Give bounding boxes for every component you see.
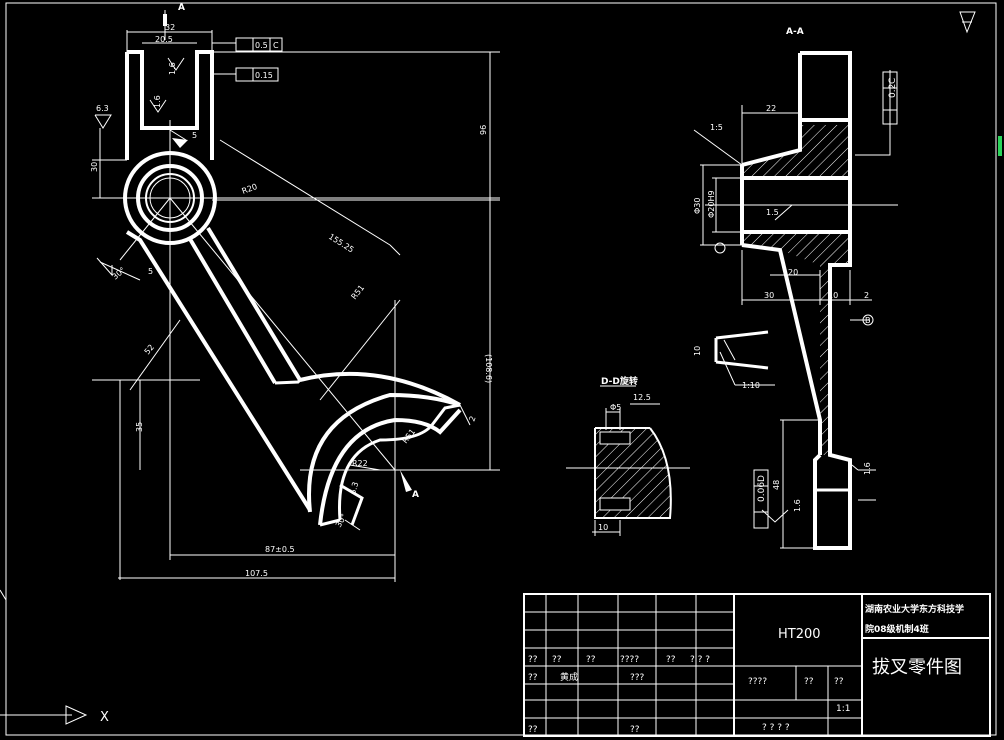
- ra-16b: 1.6: [793, 499, 802, 512]
- dim-horizontal-87: 87±0.5: [265, 545, 295, 554]
- detail-view: [566, 385, 690, 536]
- row1-col1: ??: [528, 655, 538, 665]
- flatness-datum: C: [273, 41, 279, 50]
- viewport-marker: [998, 136, 1002, 156]
- bottom-mid: ??: [630, 725, 640, 735]
- len-20: 20: [788, 268, 798, 277]
- parallel-value: 0.15: [255, 71, 273, 80]
- dim-arm-length: 155.25: [327, 232, 356, 254]
- detail-phi6: Φ5: [610, 403, 621, 412]
- school-line-1: 湖南农业大学东方科技学: [865, 603, 964, 615]
- ucs-x-label: X: [100, 710, 109, 725]
- designer-name: 黄成: [560, 671, 578, 683]
- dim-fork-radius: R22: [352, 459, 368, 468]
- school-line-2: 院08级机制4班: [865, 623, 929, 635]
- scale-label: ??: [834, 677, 844, 687]
- section-label-bottom: A: [412, 490, 419, 500]
- dim-arm-radius: R51: [349, 283, 366, 301]
- slope-1: 1:5: [710, 123, 723, 132]
- ra-5: 5: [148, 267, 153, 276]
- row1-col6: ? ? ?: [690, 655, 710, 665]
- ra-3: 6.3: [96, 104, 109, 113]
- dim-gap-2: 2: [467, 415, 477, 423]
- section-arrows: [163, 14, 412, 492]
- bottom-right: ? ? ? ?: [762, 723, 790, 733]
- material: HT200: [778, 627, 821, 642]
- fork-ra: 6.3: [348, 481, 360, 496]
- row1-col5: ??: [666, 655, 676, 665]
- ucs-icon: [0, 589, 88, 725]
- dim-top-width: 32: [165, 23, 175, 32]
- ra-1: 1.6: [168, 62, 177, 75]
- parallel-datum: D: [757, 475, 767, 482]
- dim-horizontal-107: 107.5: [245, 569, 268, 578]
- len-30: 30: [764, 291, 774, 300]
- bottom-left: ??: [528, 725, 538, 735]
- dim-boss-radius: R20: [241, 182, 259, 196]
- ra-4: 5: [192, 131, 197, 140]
- detail-10: 10: [598, 523, 608, 532]
- dim-diam-52: 52: [143, 343, 156, 357]
- diam-20: Φ20H9: [707, 190, 716, 218]
- stage-label: ????: [748, 677, 767, 687]
- dim-ref: (108.6): [484, 354, 493, 383]
- len-2: 2: [864, 291, 869, 300]
- drawing-frame: [5, 2, 997, 736]
- row1-col2: ??: [552, 655, 562, 665]
- ra-16: 1.6: [863, 462, 872, 475]
- dim-total-height: 96: [479, 125, 488, 135]
- section-label-top: A: [178, 3, 185, 13]
- section-view: [693, 11, 976, 550]
- len-22: 22: [766, 104, 776, 113]
- section-view-title: A-A: [786, 27, 804, 37]
- title-block-grid: [523, 593, 991, 737]
- diam-30: Φ30: [693, 198, 702, 214]
- slope-2: 1:10: [742, 381, 760, 390]
- perp-tol: 0.2: [888, 84, 898, 98]
- detail-125: 12.5: [633, 393, 651, 402]
- weight-label: ??: [804, 677, 814, 687]
- len-10: 10: [828, 291, 838, 300]
- designer-label: ??: [528, 673, 538, 683]
- perp-datum: C: [888, 78, 898, 84]
- ra-2: 1.6: [153, 95, 162, 108]
- dim-slot-width: 20.5: [155, 35, 173, 44]
- ra-15: 1.5: [766, 208, 779, 217]
- len-48: 48: [772, 480, 781, 490]
- row1-col3: ??: [586, 655, 596, 665]
- flatness-value: 0.5: [255, 41, 268, 50]
- check-label: ???: [630, 673, 645, 683]
- dim-lower-35: 35: [135, 422, 144, 432]
- scale-value: 1:1: [836, 704, 850, 714]
- title-block: HT200 湖南农业大学东方科技学 院08级机制4班 拔叉零件图 1:1 ?? …: [528, 603, 964, 735]
- detail-title: D-D旋转: [601, 375, 638, 387]
- len-10b: 10: [693, 346, 702, 356]
- row1-col4: ????: [620, 655, 639, 665]
- dim-boss-height: 30: [90, 162, 99, 172]
- parallel-tol: 0.06: [757, 482, 767, 502]
- drawing-title: 拔叉零件图: [872, 657, 962, 678]
- datum-b: B: [865, 316, 871, 325]
